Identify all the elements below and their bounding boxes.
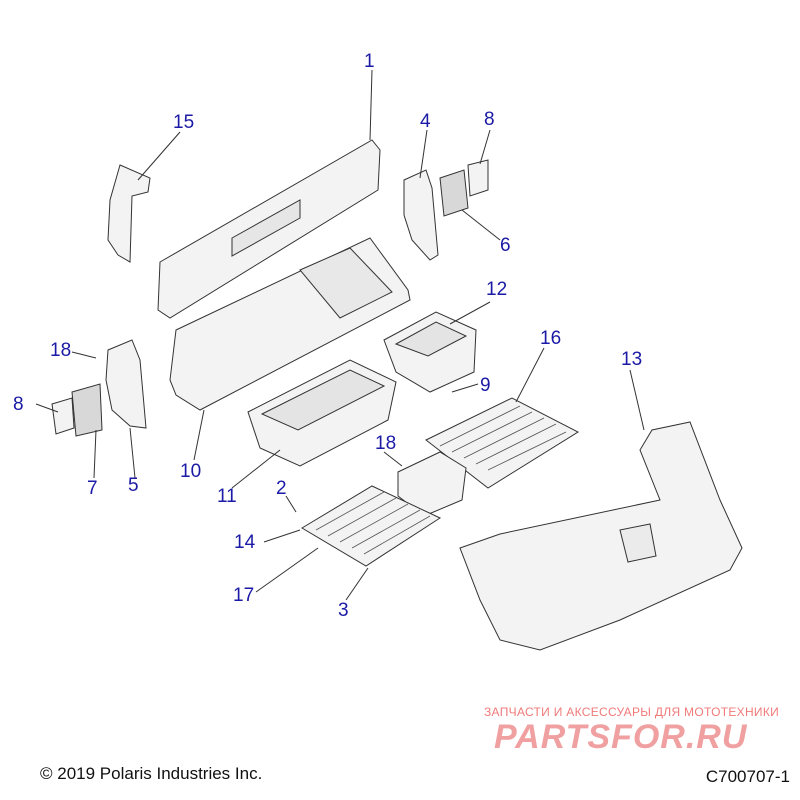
part-left-vent-cover	[51, 397, 75, 435]
callout-3: 3	[338, 600, 349, 621]
part-left-floor-mat	[301, 485, 442, 567]
callout-15: 15	[173, 112, 195, 133]
callout-17: 17	[233, 585, 255, 606]
callout-8-right: 8	[484, 109, 495, 130]
part-right-vent	[439, 169, 469, 217]
callout-5: 5	[128, 475, 139, 496]
document-id: C700707-1	[705, 767, 790, 786]
callout-11: 11	[217, 486, 237, 507]
part-left-side-panel	[105, 339, 147, 429]
callout-6: 6	[500, 235, 511, 256]
copyright-notice: © 2019 Polaris Industries Inc.	[40, 764, 263, 783]
callout-12: 12	[486, 279, 508, 300]
watermark-logo: PARTSFOR.RU	[494, 718, 748, 756]
part-right-floor-mat	[425, 397, 580, 489]
part-right-side-panel	[403, 169, 439, 261]
callout-16: 16	[540, 328, 562, 349]
callout-4: 4	[420, 111, 431, 132]
watermark-tagline: ЗАПЧАСТИ И АКСЕССУАРЫ ДЛЯ МОТОТЕХНИКИ	[484, 705, 780, 719]
part-right-vent-cover	[467, 159, 489, 197]
part-center-bracket	[397, 451, 467, 517]
callout-1: 1	[364, 51, 375, 72]
callout-10: 10	[180, 461, 202, 482]
callout-2: 2	[276, 478, 287, 499]
part-cargo-box	[459, 421, 743, 651]
callout-18-center: 18	[375, 433, 397, 454]
callout-18-left: 18	[50, 340, 72, 361]
callout-13: 13	[621, 349, 643, 370]
callout-7: 7	[87, 478, 98, 499]
callout-14: 14	[234, 532, 256, 553]
part-corner-bracket	[107, 164, 151, 263]
callout-9: 9	[480, 375, 491, 396]
part-left-vent	[71, 383, 103, 437]
callout-8-left: 8	[13, 394, 24, 415]
